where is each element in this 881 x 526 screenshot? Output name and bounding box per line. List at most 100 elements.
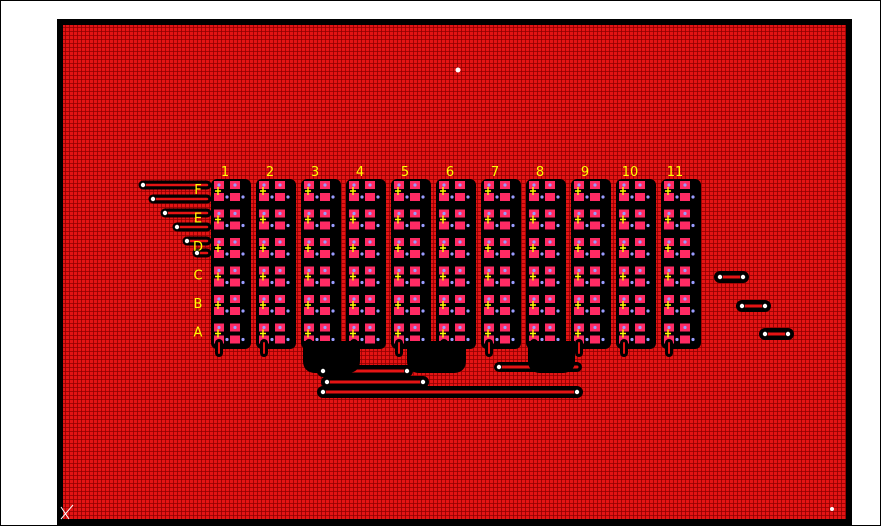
via [442, 211, 446, 216]
via [331, 280, 335, 285]
via [691, 337, 695, 342]
via [323, 183, 327, 187]
silk-mark [485, 301, 491, 309]
via [622, 211, 626, 216]
silk-mark [305, 272, 311, 281]
pad [304, 307, 314, 315]
pad [619, 221, 629, 230]
via [241, 309, 245, 313]
via [495, 195, 499, 199]
via [511, 195, 515, 199]
via [487, 268, 491, 273]
via [315, 309, 319, 313]
pad [259, 250, 269, 258]
silk-mark [485, 272, 491, 281]
via [503, 183, 507, 187]
pad [439, 278, 449, 287]
pad [230, 221, 240, 230]
pad [590, 250, 600, 258]
via [270, 309, 274, 313]
via [405, 337, 409, 342]
pad [259, 278, 269, 287]
via [466, 195, 470, 199]
pad [500, 221, 510, 230]
via [667, 183, 671, 187]
via [691, 223, 695, 228]
via [376, 195, 380, 199]
via [450, 337, 454, 342]
via [667, 211, 671, 216]
via [315, 252, 319, 256]
pad [500, 250, 510, 258]
via [315, 195, 319, 199]
silk-mark [215, 301, 221, 309]
via [360, 223, 364, 228]
via [442, 297, 446, 301]
row-label: D [193, 240, 203, 255]
via [622, 240, 626, 244]
pad [275, 193, 285, 201]
trace-endpoint [174, 223, 181, 230]
via [421, 252, 425, 256]
via [421, 309, 425, 313]
pad [410, 278, 420, 287]
pad [214, 193, 224, 201]
via [585, 223, 589, 228]
via [458, 183, 462, 187]
pad [529, 250, 539, 258]
via [278, 211, 282, 216]
via [556, 337, 560, 342]
pad [349, 307, 359, 315]
pad [439, 193, 449, 201]
via [683, 183, 687, 187]
pad [320, 193, 330, 201]
silk-mark [530, 329, 536, 338]
via [405, 195, 409, 199]
trace-endpoint [495, 363, 502, 370]
via [675, 252, 679, 256]
via [397, 297, 401, 301]
trace-endpoint [323, 378, 330, 385]
pad [275, 221, 285, 230]
via [630, 280, 634, 285]
pad [320, 335, 330, 344]
trace-endpoint [193, 249, 200, 256]
via [691, 280, 695, 285]
via [286, 280, 290, 285]
silk-mark [575, 215, 581, 224]
pad [439, 250, 449, 258]
row-label: B [194, 297, 203, 312]
via [397, 268, 401, 273]
via [307, 268, 311, 273]
via [577, 297, 581, 301]
row-label: C [193, 269, 202, 284]
u-loop [528, 341, 575, 373]
via [262, 297, 266, 301]
via [683, 268, 687, 273]
via [458, 297, 462, 301]
via [241, 195, 245, 199]
via [556, 195, 560, 199]
pad [574, 278, 584, 287]
pad [664, 307, 674, 315]
via [315, 280, 319, 285]
pad [545, 221, 555, 230]
via [217, 211, 221, 216]
via [577, 240, 581, 244]
via [646, 223, 650, 228]
column-label: 10 [622, 165, 639, 180]
via [331, 195, 335, 199]
via [278, 268, 282, 273]
silk-mark [350, 272, 356, 281]
pad [320, 250, 330, 258]
via [577, 268, 581, 273]
via [421, 195, 425, 199]
via [233, 297, 237, 301]
via [601, 337, 605, 342]
via [360, 280, 364, 285]
via [495, 223, 499, 228]
column-label: 3 [311, 165, 319, 180]
